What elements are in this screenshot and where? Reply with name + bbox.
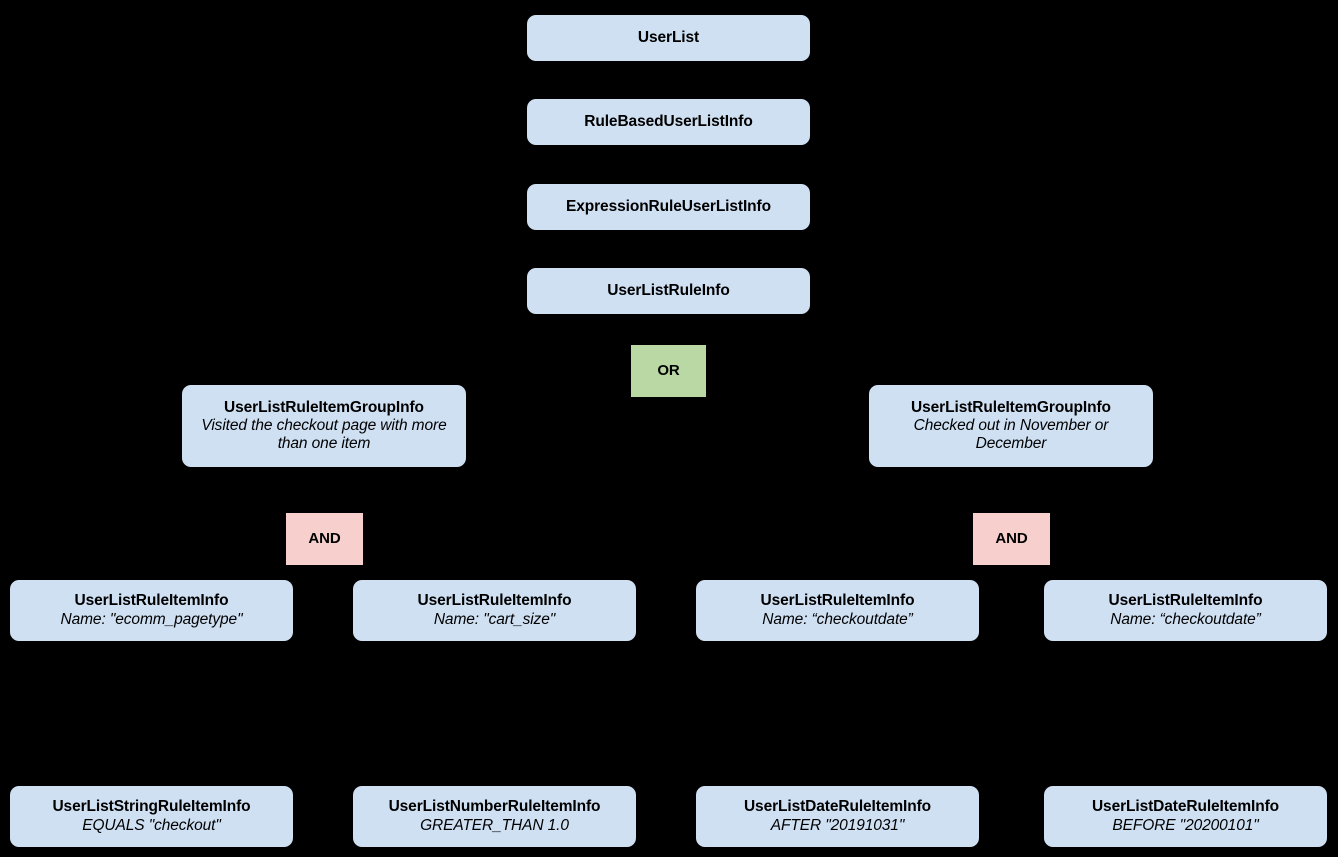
node-title: UserListRuleItemInfo	[74, 592, 229, 610]
node-title: UserListRuleItemInfo	[1108, 592, 1263, 610]
node-subtitle: EQUALS "checkout"	[82, 816, 221, 834]
node-title: UserListStringRuleItemInfo	[52, 798, 251, 816]
node-title: UserListNumberRuleItemInfo	[388, 798, 601, 816]
node-title: UserListDateRuleItemInfo	[743, 798, 932, 816]
node-group-right[interactable]: UserListRuleItemGroupInfo Checked out in…	[869, 385, 1153, 467]
node-subtitle: Visited the checkout page with more than…	[201, 416, 447, 453]
node-title: UserListRuleItemInfo	[760, 592, 915, 610]
node-string-rule-item-info[interactable]: UserListStringRuleItemInfo EQUALS "check…	[10, 786, 293, 847]
node-title: UserListRuleItemInfo	[417, 592, 572, 610]
node-subtitle: GREATER_THAN 1.0	[420, 816, 569, 834]
node-subtitle: Name: “checkoutdate”	[1110, 610, 1261, 628]
node-user-list-rule-info[interactable]: UserListRuleInfo	[527, 268, 810, 314]
node-item-checkoutdate-after[interactable]: UserListRuleItemInfo Name: “checkoutdate…	[696, 580, 979, 641]
node-expression-rule-user-list-info[interactable]: ExpressionRuleUserListInfo	[527, 184, 810, 230]
node-title: UserListRuleItemGroupInfo	[224, 398, 424, 416]
node-item-cart-size[interactable]: UserListRuleItemInfo Name: "cart_size"	[353, 580, 636, 641]
node-date-rule-item-info-after[interactable]: UserListDateRuleItemInfo AFTER "20191031…	[696, 786, 979, 847]
node-rule-based-user-list-info[interactable]: RuleBasedUserListInfo	[527, 99, 810, 145]
node-date-rule-item-info-before[interactable]: UserListDateRuleItemInfo BEFORE "2020010…	[1044, 786, 1327, 847]
node-user-list[interactable]: UserList	[527, 15, 810, 61]
operator-label: OR	[657, 362, 680, 380]
node-title: UserListRuleItemGroupInfo	[911, 398, 1111, 416]
node-and-operator-left[interactable]: AND	[286, 513, 363, 565]
node-subtitle: Name: "ecomm_pagetype"	[60, 610, 243, 628]
node-subtitle: Checked out in November or December	[913, 416, 1109, 453]
node-title: UserListRuleInfo	[607, 281, 730, 299]
node-item-checkoutdate-before[interactable]: UserListRuleItemInfo Name: “checkoutdate…	[1044, 580, 1327, 641]
node-title: UserList	[637, 28, 700, 46]
node-group-left[interactable]: UserListRuleItemGroupInfo Visited the ch…	[182, 385, 466, 467]
node-subtitle: BEFORE "20200101"	[1112, 816, 1259, 834]
node-title: ExpressionRuleUserListInfo	[566, 197, 771, 215]
node-and-operator-right[interactable]: AND	[973, 513, 1050, 565]
operator-label: AND	[995, 530, 1028, 548]
node-subtitle: Name: “checkoutdate”	[762, 610, 913, 628]
node-or-operator[interactable]: OR	[631, 345, 706, 397]
node-subtitle: AFTER "20191031"	[770, 816, 905, 834]
node-number-rule-item-info[interactable]: UserListNumberRuleItemInfo GREATER_THAN …	[353, 786, 636, 847]
node-subtitle: Name: "cart_size"	[433, 610, 556, 628]
operator-label: AND	[308, 530, 341, 548]
node-item-ecomm-pagetype[interactable]: UserListRuleItemInfo Name: "ecomm_pagety…	[10, 580, 293, 641]
node-title: UserListDateRuleItemInfo	[1091, 798, 1280, 816]
node-title: RuleBasedUserListInfo	[584, 112, 753, 130]
